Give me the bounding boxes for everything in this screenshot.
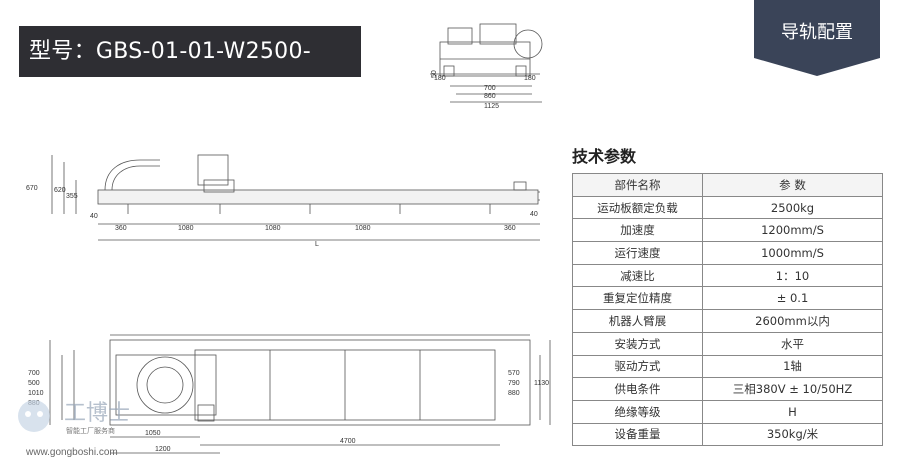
side-dim-span-5: 360	[504, 225, 516, 232]
watermark-brand: 工博士	[64, 401, 130, 426]
corner-label: 导轨配置	[781, 22, 853, 43]
end-dim-1125: 1125	[484, 103, 499, 110]
end-dim-860: 860	[484, 93, 496, 100]
plan-view-drawing: 700 500 1010 880 570 790 880 1130 1050 4…	[28, 334, 551, 454]
spec-name-cell: 重复定位精度	[572, 286, 703, 311]
spec-value-cell: ± 0.1	[702, 286, 883, 311]
corner-tab: 导轨配置	[754, 0, 880, 76]
side-dim-span-3: 1080	[265, 225, 281, 232]
spec-name-cell: 安装方式	[572, 331, 703, 356]
side-view-drawing: 670 620 355 40 40 360 1080 1080 1080 360…	[26, 154, 540, 248]
spec-name-cell: 运动板额定负载	[572, 195, 703, 220]
plan-dim-880-right: 880	[508, 390, 520, 397]
spec-value-cell: 1200mm/S	[702, 218, 883, 243]
table-row: 供电条件三相380V ± 10/50HZ	[572, 377, 883, 401]
spec-name-cell: 减速比	[572, 263, 703, 288]
spec-value-cell: 1：10	[702, 263, 883, 288]
corner-tab-shape	[754, 0, 880, 76]
side-dim-span-1: 360	[115, 225, 127, 232]
plan-dim-1050: 1050	[145, 430, 161, 437]
end-dim-left: 50	[431, 70, 438, 78]
side-dim-span-2: 1080	[178, 225, 194, 232]
watermark-url: www.gongboshi.com	[26, 447, 118, 458]
side-dim-670: 670	[26, 185, 38, 192]
spec-value-cell: 2600mm以内	[702, 309, 883, 333]
spec-name-cell: 运行速度	[572, 241, 703, 265]
spec-value-cell: 350kg/米	[702, 422, 883, 447]
table-row: 重复定位精度± 0.1	[572, 286, 883, 311]
plan-dim-1010: 1010	[28, 390, 44, 397]
robot-mascot-icon	[18, 400, 50, 432]
plan-dim-4700: 4700	[340, 438, 356, 445]
spec-value-cell: 1轴	[702, 354, 883, 379]
watermark-sub: 智能工厂服务商	[66, 427, 115, 435]
model-title: 型号：GBS-01-01-W2500-xxxx	[19, 26, 361, 115]
end-dim-700: 700	[484, 85, 496, 92]
spec-value-cell: 三相380V ± 10/50HZ	[702, 377, 883, 401]
plan-dim-700: 700	[28, 370, 40, 377]
spec-value-cell: 水平	[702, 331, 883, 356]
watermark-logo: 工博士	[18, 400, 130, 432]
spec-header-row: 部件名称 参 数	[572, 173, 883, 197]
spec-title: 技术参数	[572, 147, 637, 166]
spec-name-cell: 驱动方式	[572, 354, 703, 379]
side-dim-40-right: 40	[530, 211, 538, 218]
side-dim-355: 355	[66, 193, 78, 200]
plan-dim-1130: 1130	[534, 380, 549, 387]
spec-value-cell: H	[702, 399, 883, 424]
plan-dim-790: 790	[508, 380, 520, 387]
end-view-drawing: 50 180 180 700 860 1125	[430, 23, 543, 110]
side-dim-40-left: 40	[90, 213, 98, 220]
end-dim-small-2: 180	[524, 75, 536, 82]
side-dim-span-4: 1080	[355, 225, 371, 232]
spec-name-cell: 供电条件	[572, 377, 703, 401]
spec-name-cell: 机器人臂展	[572, 309, 703, 333]
spec-name-cell: 绝缘等级	[572, 399, 703, 424]
plan-dim-500: 500	[28, 380, 40, 387]
plan-dim-1200: 1200	[155, 446, 171, 453]
side-dim-620: 620	[54, 187, 66, 194]
end-dim-small-1: 180	[434, 75, 446, 82]
plan-dim-570: 570	[508, 370, 520, 377]
spec-name-cell: 加速度	[572, 218, 703, 243]
side-dim-total: L	[315, 241, 319, 248]
spec-header-value: 参 数	[702, 173, 883, 197]
table-row: 安装方式水平	[572, 331, 883, 356]
spec-header-name: 部件名称	[572, 173, 703, 197]
spec-name-cell: 设备重量	[572, 422, 703, 447]
spec-value-cell: 1000mm/S	[702, 241, 883, 265]
spec-value-cell: 2500kg	[702, 195, 883, 220]
